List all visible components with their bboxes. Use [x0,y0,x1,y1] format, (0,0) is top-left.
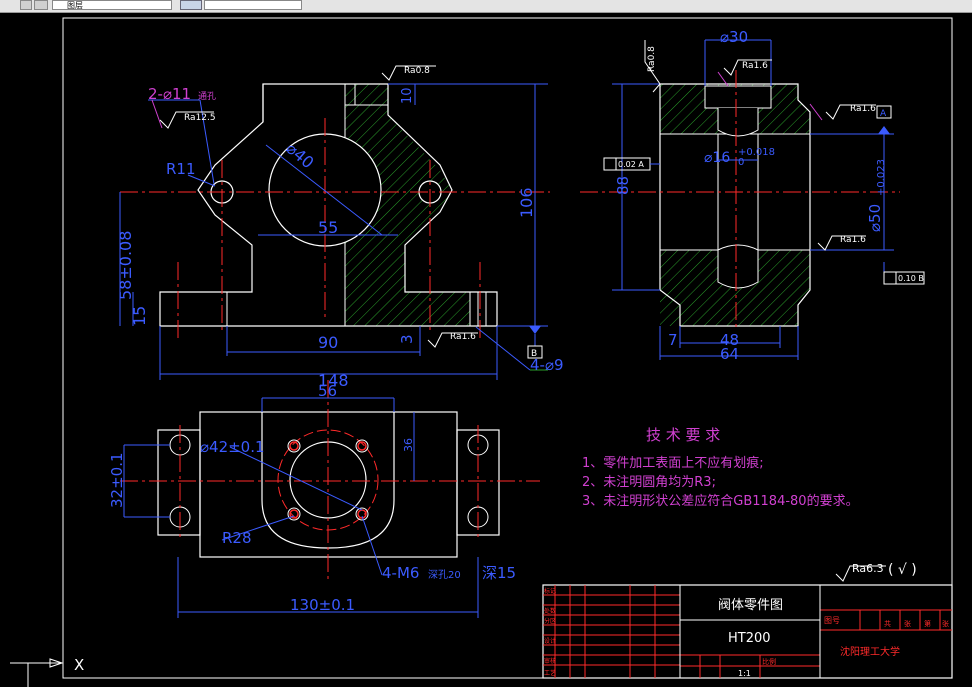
title-left-label-2: 处数 [544,607,556,615]
ra-side-mid: Ra1.6 [840,235,866,245]
title-school: 沈阳理工大学 [840,645,900,658]
general-roughness-value: Ra6.3 [852,562,884,575]
dim-top-42: ⌀42±0.1 [200,438,265,456]
gtol-right: 0.10 B [898,274,924,283]
toolbar: 图层 [0,0,972,13]
dim-3: 3 [398,334,416,344]
dim-top-36: 36 [402,438,415,452]
top-view: 56 36 ⌀42±0.1 32±0.1 R28 130±0.1 4-M6 深孔… [108,380,540,618]
title-left-label-5: 审核 [544,657,556,665]
title-serial-label: 图号 [824,616,840,625]
dim-side-48: 48 [720,331,739,349]
dim-top-threads: 4-M6 [382,564,419,582]
hole-callout-suffix: 通孔 [198,91,216,102]
general-roughness-mark: ( √ ) [888,562,917,578]
ra-side-right: Ra1.6 [850,104,876,114]
dim-4-holes: 4-⌀9 [530,356,564,374]
color-picker-icon[interactable] [180,0,202,10]
linetype-dropdown[interactable] [204,0,302,10]
ucs-icon: X [10,656,84,687]
general-roughness: Ra6.3 ( √ ) [835,562,917,582]
drawing-border [62,17,953,679]
dim-side-7: 7 [668,331,678,349]
dim-side-16: ⌀16 [704,150,730,166]
dim-side-50-tol: +0.023 [876,159,887,196]
tech-item-3: 3、未注明形状公差应符合GB1184-80的要求。 [582,493,859,509]
dim-side-64: 64 [720,345,739,363]
layer-dropdown-value: 图层 [67,1,83,10]
dim-top-130: 130±0.1 [290,596,355,614]
dim-side-16-upper: +0.018 [738,147,775,158]
title-right-cell-1: 共 [884,619,891,628]
dim-15-label: 15 [130,306,149,326]
datum-a: A [880,109,887,119]
ra-front-base: Ra1.6 [450,332,476,342]
title-part-name: 阀体零件图 [718,598,783,613]
dim-148: 148 [318,371,349,390]
side-view: ⌀30 ⌀16 +0.018 0 88 ⌀50 +0.023 7 48 64 R… [580,28,925,363]
title-block: 阀体零件图 HT200 沈阳理工大学 比例 1:1 图号 共 张 第 张 标记 … [542,584,953,679]
title-right-cell-3: 第 [924,619,931,628]
layer-icon[interactable] [34,0,48,10]
dim-106: 106 [517,187,536,218]
tech-heading: 技 术 要 求 [646,426,720,444]
dim-90: 90 [318,333,338,352]
gtol-left: 0.02 A [618,160,644,169]
title-right-cell-4: 张 [942,619,949,628]
hole-callout: 2-⌀11 [148,85,191,103]
title-material: HT200 [728,631,771,646]
title-left-label-1: 标记 [544,587,556,595]
technical-requirements: 技 术 要 求 1、零件加工表面上不应有划痕; 2、未注明圆角均为R3; 3、未… [582,426,859,509]
cad-drawing-canvas[interactable]: 148 90 55 58±0.08 15 106 10 ⌀40 R11 3 4-… [0,12,972,687]
front-view: 148 90 55 58±0.08 15 106 10 ⌀40 R11 3 4-… [116,65,564,390]
dim-top-threads-depth: 深孔20 [428,569,461,581]
dim-58: 58±0.08 [116,231,135,300]
datum-b: B [531,349,537,359]
title-right-cell-2: 张 [904,619,911,628]
dim-r11: R11 [166,160,196,178]
ra-front-hole: Ra12.5 [184,113,216,123]
title-left-label-6: 工艺 [544,669,556,677]
dim-top-r28: R28 [222,529,252,547]
dim-top-56: 56 [318,382,337,400]
dim-side-88: 88 [614,176,632,195]
title-scale-label: 比例 [762,657,776,666]
ra-front-top: Ra0.8 [404,66,430,76]
title-left-label-4: 设计 [544,637,556,645]
dim-top-32: 32±0.1 [108,452,126,508]
dim-side-16-lower: 0 [738,157,744,168]
title-left-label-3: 分区 [544,617,556,625]
dim-top-threads-tail: 深15 [482,564,516,582]
tech-item-2: 2、未注明圆角均为R3; [582,475,716,490]
title-scale-value: 1:1 [738,669,751,678]
ra-side-upper: Ra1.6 [742,61,768,71]
tech-item-1: 1、零件加工表面上不应有划痕; [582,455,764,471]
ra-side-top: Ra0.8 [647,46,657,72]
dim-side-30: ⌀30 [720,28,748,46]
dim-side-50: ⌀50 [866,204,884,232]
ucs-x-label: X [74,656,84,674]
dim-55: 55 [318,218,338,237]
toolbar-button[interactable] [20,0,32,10]
layer-dropdown[interactable]: 图层 [52,0,172,10]
dim-10: 10 [400,87,415,104]
